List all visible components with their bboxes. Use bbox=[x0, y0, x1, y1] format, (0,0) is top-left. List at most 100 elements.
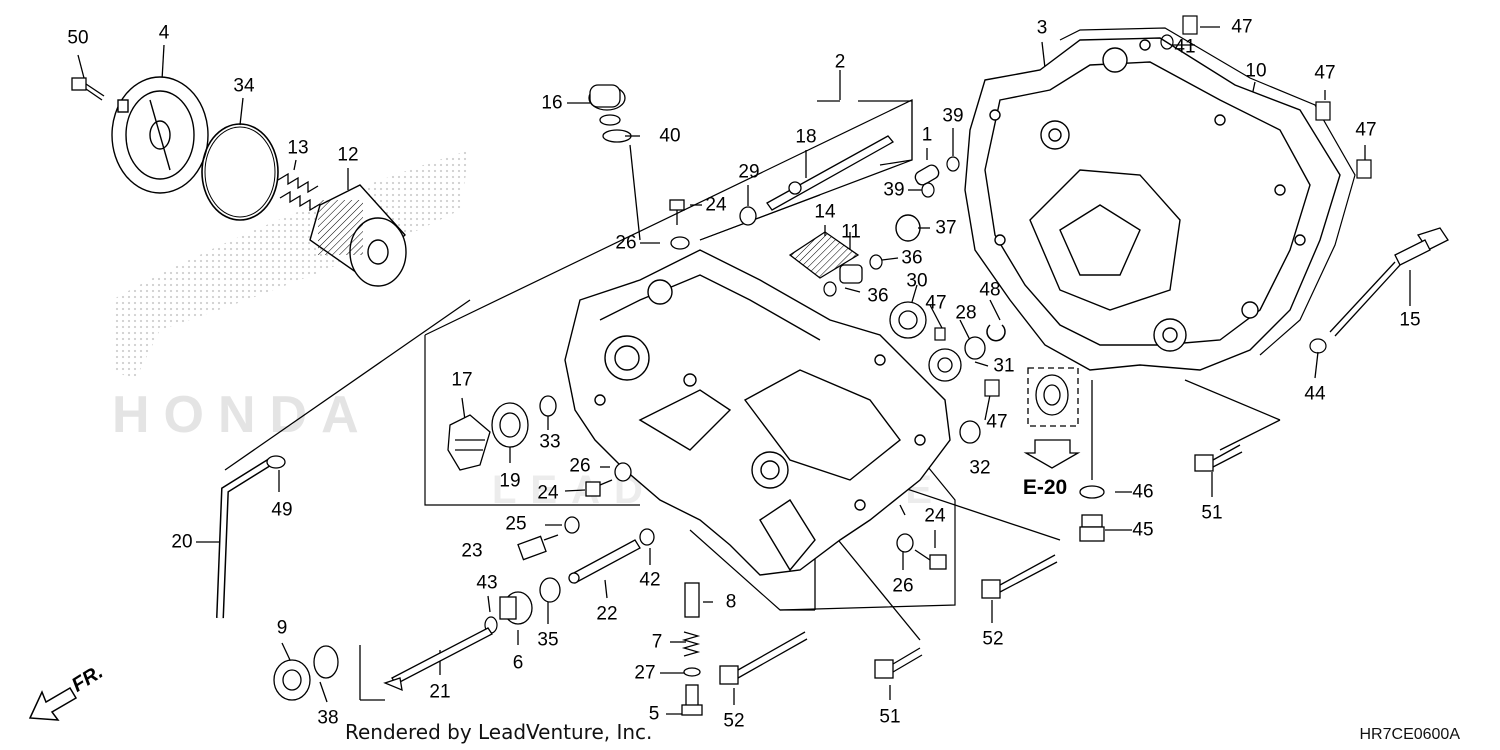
callout-41[interactable]: 41 bbox=[1174, 36, 1196, 58]
callout-51-lower[interactable]: 51 bbox=[879, 706, 901, 728]
callout-12[interactable]: 12 bbox=[337, 144, 359, 166]
callout-24-top[interactable]: 24 bbox=[705, 194, 727, 216]
callout-11[interactable]: 11 bbox=[841, 221, 861, 243]
callout-21[interactable]: 21 bbox=[429, 681, 451, 703]
footer-credit: Rendered by LeadVenture, Inc. bbox=[345, 720, 653, 744]
callout-24-mid[interactable]: 24 bbox=[537, 482, 559, 504]
callout-26-right[interactable]: 26 bbox=[892, 575, 914, 597]
bolt-52-lower bbox=[719, 631, 808, 685]
callout-9[interactable]: 9 bbox=[276, 617, 288, 639]
bolt-50 bbox=[71, 77, 105, 101]
callout-39-lower[interactable]: 39 bbox=[883, 179, 905, 201]
callout-31[interactable]: 31 bbox=[993, 355, 1015, 377]
callout-37[interactable]: 37 bbox=[935, 217, 957, 239]
callout-29[interactable]: 29 bbox=[738, 161, 760, 183]
dowel-47d bbox=[1315, 101, 1331, 121]
callout-2[interactable]: 2 bbox=[834, 51, 846, 73]
callout-43[interactable]: 43 bbox=[476, 572, 498, 594]
callout-19[interactable]: 19 bbox=[499, 470, 521, 492]
oil-filter-cover bbox=[111, 76, 209, 194]
callout-34[interactable]: 34 bbox=[233, 75, 255, 97]
callout-8[interactable]: 8 bbox=[725, 591, 737, 613]
callout-52-lower[interactable]: 52 bbox=[723, 710, 745, 732]
callout-18[interactable]: 18 bbox=[795, 126, 817, 148]
callout-20[interactable]: 20 bbox=[171, 531, 193, 553]
bolt-52-right bbox=[981, 554, 1058, 599]
washer-25 bbox=[564, 516, 580, 534]
callout-35[interactable]: 35 bbox=[537, 629, 559, 651]
plug-6 bbox=[499, 591, 533, 625]
brand-watermark: HONDA bbox=[112, 386, 373, 444]
filler-cap-16 bbox=[588, 84, 626, 126]
callout-49[interactable]: 49 bbox=[271, 499, 293, 521]
callout-5[interactable]: 5 bbox=[648, 703, 660, 725]
bolt-24-top bbox=[669, 199, 685, 225]
callout-33[interactable]: 33 bbox=[539, 431, 561, 453]
brand-wing-graphic bbox=[112, 150, 470, 330]
callout-6[interactable]: 6 bbox=[512, 652, 524, 674]
bearing-32 bbox=[959, 420, 981, 444]
dowel-47a bbox=[934, 327, 946, 341]
callout-28[interactable]: 28 bbox=[955, 302, 977, 324]
callout-26-mid[interactable]: 26 bbox=[569, 455, 591, 477]
callout-25[interactable]: 25 bbox=[505, 513, 527, 535]
callout-45[interactable]: 45 bbox=[1132, 519, 1154, 541]
callout-44[interactable]: 44 bbox=[1304, 383, 1326, 405]
callout-50[interactable]: 50 bbox=[67, 27, 89, 49]
callout-47-right1[interactable]: 47 bbox=[1314, 62, 1336, 84]
callout-13[interactable]: 13 bbox=[287, 137, 309, 159]
callout-3[interactable]: 3 bbox=[1036, 17, 1048, 39]
callout-40[interactable]: 40 bbox=[659, 125, 681, 147]
callout-26-top[interactable]: 26 bbox=[615, 232, 637, 254]
circlip-48 bbox=[986, 324, 1006, 342]
crankcase-cover-3 bbox=[964, 37, 1341, 371]
callout-24-right[interactable]: 24 bbox=[924, 505, 946, 527]
screen-14 bbox=[788, 231, 860, 279]
callout-1[interactable]: 1 bbox=[921, 124, 933, 146]
callout-42[interactable]: 42 bbox=[639, 569, 661, 591]
o-ring-36b bbox=[823, 281, 837, 297]
callout-4[interactable]: 4 bbox=[158, 22, 170, 44]
callout-30[interactable]: 30 bbox=[906, 270, 928, 292]
o-ring-36a bbox=[869, 254, 883, 270]
washer-26b bbox=[614, 462, 632, 482]
callout-14[interactable]: 14 bbox=[814, 201, 836, 223]
callout-27[interactable]: 27 bbox=[634, 662, 656, 684]
callout-7[interactable]: 7 bbox=[651, 631, 663, 653]
callout-22[interactable]: 22 bbox=[596, 603, 618, 625]
callout-32[interactable]: 32 bbox=[969, 457, 991, 479]
reference-e20-label[interactable]: E-20 bbox=[1022, 476, 1068, 499]
callout-51-right[interactable]: 51 bbox=[1201, 502, 1223, 524]
callout-38[interactable]: 38 bbox=[317, 707, 339, 729]
front-arrow bbox=[28, 686, 78, 721]
bolt-24c bbox=[914, 549, 947, 570]
o-ring-40 bbox=[602, 129, 632, 143]
callout-47-center[interactable]: 47 bbox=[925, 292, 947, 314]
dashed-box-e20 bbox=[1027, 367, 1079, 427]
washer-42 bbox=[639, 528, 655, 546]
bolt-51-right bbox=[1194, 444, 1243, 472]
callout-23[interactable]: 23 bbox=[461, 540, 483, 562]
spring-7 bbox=[681, 631, 701, 657]
dipstick-15 bbox=[1329, 227, 1449, 337]
callout-47-mid[interactable]: 47 bbox=[986, 411, 1008, 433]
callout-15[interactable]: 15 bbox=[1399, 309, 1421, 331]
callout-10[interactable]: 10 bbox=[1245, 60, 1267, 82]
callout-36-upper[interactable]: 36 bbox=[901, 247, 923, 269]
callout-46[interactable]: 46 bbox=[1132, 481, 1154, 503]
o-ring-39a bbox=[946, 156, 960, 172]
callout-36-lower[interactable]: 36 bbox=[867, 285, 889, 307]
fitting-11 bbox=[839, 264, 863, 284]
seal-e20 bbox=[1035, 374, 1069, 416]
callout-39-top[interactable]: 39 bbox=[942, 105, 964, 127]
dowel-47c bbox=[1182, 15, 1198, 35]
callout-47-right2[interactable]: 47 bbox=[1355, 119, 1377, 141]
callout-17[interactable]: 17 bbox=[451, 369, 473, 391]
callout-52-right[interactable]: 52 bbox=[982, 628, 1004, 650]
callout-47-top[interactable]: 47 bbox=[1231, 16, 1253, 38]
washer-33 bbox=[539, 395, 557, 417]
arrow-e20 bbox=[1023, 439, 1081, 469]
callout-48[interactable]: 48 bbox=[979, 279, 1001, 301]
callout-16[interactable]: 16 bbox=[541, 92, 563, 114]
washer-27 bbox=[683, 667, 701, 677]
